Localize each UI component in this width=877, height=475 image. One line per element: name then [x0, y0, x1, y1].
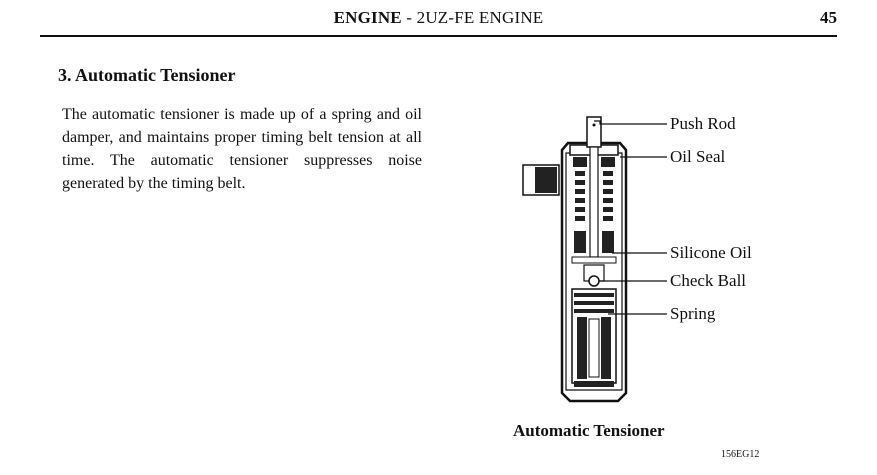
tensioner-illustration [522, 116, 667, 403]
section-body-text: The automatic tensioner is made up of a … [62, 106, 422, 192]
label-spring: Spring [670, 304, 716, 323]
tensioner-figure: Push Rod Oil Seal Silicone Oil Check Bal… [500, 105, 800, 415]
section-heading: 3. Automatic Tensioner [58, 65, 236, 85]
header-title-bold: ENGINE [333, 8, 402, 27]
label-oil-seal: Oil Seal [670, 147, 726, 166]
header-divider [40, 35, 837, 37]
figure-caption: Automatic Tensioner [513, 421, 665, 440]
figure-code: 156EG12 [721, 449, 760, 460]
page-header-title: ENGINE - 2UZ-FE ENGINE [0, 8, 877, 28]
label-check-ball: Check Ball [670, 271, 747, 290]
label-silicone-oil: Silicone Oil [670, 243, 752, 262]
page-number: 45 [820, 8, 837, 27]
label-push-rod: Push Rod [670, 114, 736, 133]
header-title-rest: 2UZ-FE ENGINE [416, 8, 544, 27]
header-title-separator: - [401, 8, 417, 27]
